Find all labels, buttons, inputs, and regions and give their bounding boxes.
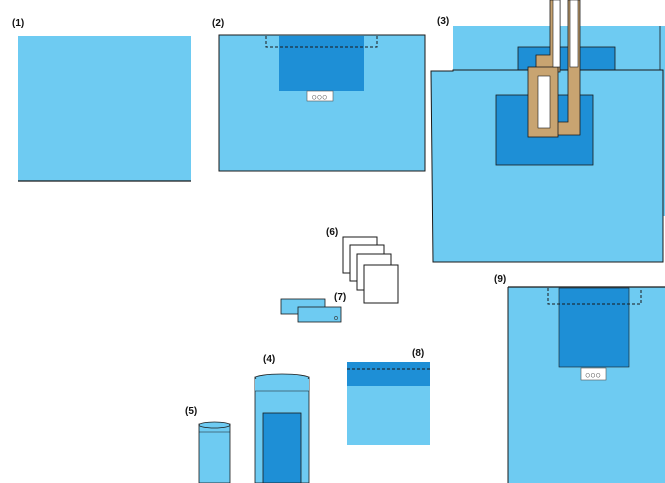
drape-2-ring-marks: ○○○ xyxy=(312,93,328,101)
item-3-tube-drape: (3) xyxy=(431,0,665,262)
item-4-sleeve: (4) xyxy=(255,354,309,483)
item-2-label: (2) xyxy=(212,18,224,29)
sheet-6-d xyxy=(364,265,398,303)
item-7-small-strips: (7) xyxy=(281,292,346,322)
item-2-pocket-drape: (2) ○○○ xyxy=(212,18,425,171)
sleeve-5-opening xyxy=(199,422,230,428)
drape-2-pocket-panel xyxy=(279,36,364,91)
drape-9-ring-marks: ○○○ xyxy=(586,371,602,379)
drape-3-tube-gap-left xyxy=(553,0,560,67)
drape-1-sheet xyxy=(18,36,191,181)
item-5-label: (5) xyxy=(185,406,197,417)
drape-3-tube-gap-right xyxy=(570,0,578,67)
drape-9-pocket-panel xyxy=(559,288,629,367)
item-6-label: (6) xyxy=(326,227,338,238)
item-8-label: (8) xyxy=(412,348,424,359)
sleeve-4-cuff xyxy=(255,379,309,391)
item-3-label: (3) xyxy=(437,16,449,27)
item-5-narrow-sleeve: (5) xyxy=(185,406,230,483)
sleeve-4-panel xyxy=(263,413,301,483)
strip-7-b xyxy=(298,307,341,322)
item-7-label: (7) xyxy=(334,292,346,303)
item-1-plain-drape: (1) xyxy=(12,18,191,181)
item-9-large-pocket-drape: (9) ○○○ xyxy=(494,274,665,483)
sleeve-5-body xyxy=(199,424,230,483)
item-1-label: (1) xyxy=(12,18,24,29)
item-9-label: (9) xyxy=(494,274,506,285)
drape-3-tube-opening xyxy=(538,76,550,128)
item-8-band-drape: (8) xyxy=(347,348,430,445)
item-4-label: (4) xyxy=(263,354,275,365)
drape-8-top-band xyxy=(347,362,430,386)
